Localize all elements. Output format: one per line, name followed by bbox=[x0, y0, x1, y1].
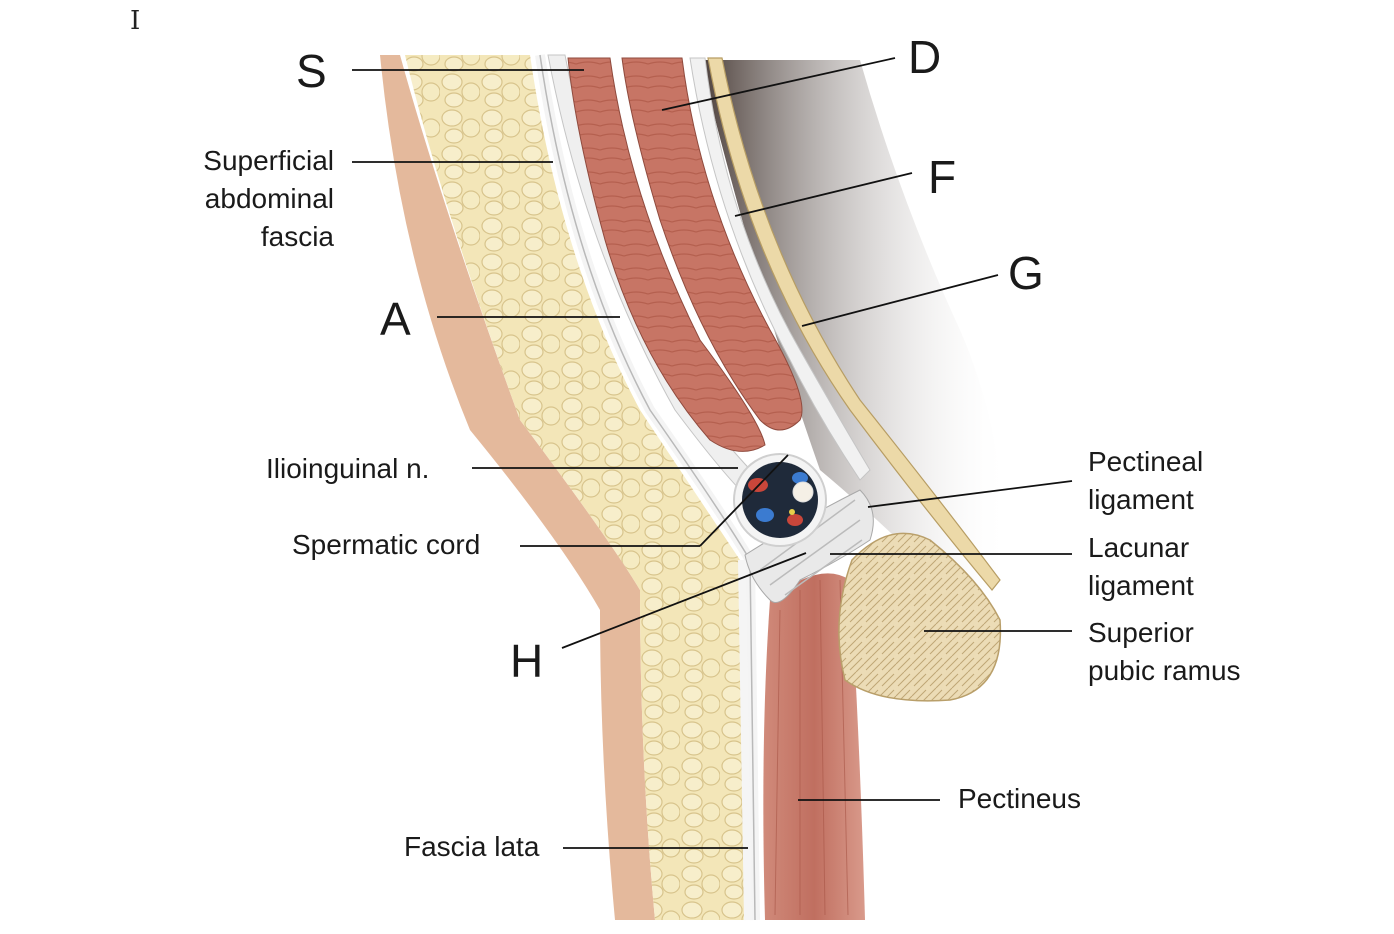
label-pectineus: Pectineus bbox=[958, 783, 1081, 814]
label-superficial-line2: abdominal bbox=[204, 183, 334, 214]
leader-F bbox=[734, 172, 913, 217]
label-pectineal-line2: ligament bbox=[1088, 484, 1194, 515]
label-A: A bbox=[380, 293, 411, 345]
label-superior-pubic-ramus: Superior pubic ramus bbox=[1088, 614, 1241, 690]
label-lacunar-line2: ligament bbox=[1088, 570, 1194, 601]
label-H: H bbox=[510, 635, 544, 687]
leader-G bbox=[801, 274, 999, 327]
label-pectineal-ligament: Pectineal ligament bbox=[1088, 443, 1203, 519]
leader-D bbox=[661, 57, 896, 111]
label-S: S bbox=[296, 45, 327, 97]
skin-layer bbox=[380, 55, 655, 920]
label-fascia-lata: Fascia lata bbox=[404, 831, 540, 862]
label-F: F bbox=[928, 151, 957, 203]
subcutaneous-fat bbox=[405, 55, 745, 920]
superior-pubic-ramus-bone bbox=[838, 532, 1002, 702]
label-lacunar-line1: Lacunar bbox=[1088, 532, 1190, 563]
label-superior-line2: pubic ramus bbox=[1088, 655, 1241, 686]
leader-pectineal bbox=[867, 480, 1073, 508]
label-D: D bbox=[908, 31, 942, 83]
spermatic-cord bbox=[733, 453, 827, 547]
label-G: G bbox=[1008, 247, 1044, 299]
text-cursor-icon: I bbox=[130, 6, 141, 36]
fascia-lata-line bbox=[738, 559, 752, 921]
peritoneum-layer bbox=[707, 57, 1001, 591]
label-superficial-line1: Superficial bbox=[203, 145, 334, 176]
pectineus-muscle bbox=[763, 573, 865, 920]
label-spermatic-cord: Spermatic cord bbox=[292, 529, 481, 560]
transversus-muscle bbox=[621, 57, 803, 431]
label-ilioinguinal-nerve: Ilioinguinal n. bbox=[266, 453, 430, 484]
label-lacunar-ligament: Lacunar ligament bbox=[1088, 529, 1194, 605]
label-superior-line1: Superior bbox=[1088, 617, 1194, 648]
leader-H bbox=[561, 552, 807, 649]
label-superficial-line3: fascia bbox=[260, 221, 334, 252]
label-pectineal-line1: Pectineal bbox=[1088, 446, 1204, 477]
label-superficial-abdominal-fascia: Superficial abdominal fascia bbox=[150, 142, 334, 256]
internal-oblique-muscle bbox=[567, 57, 766, 452]
